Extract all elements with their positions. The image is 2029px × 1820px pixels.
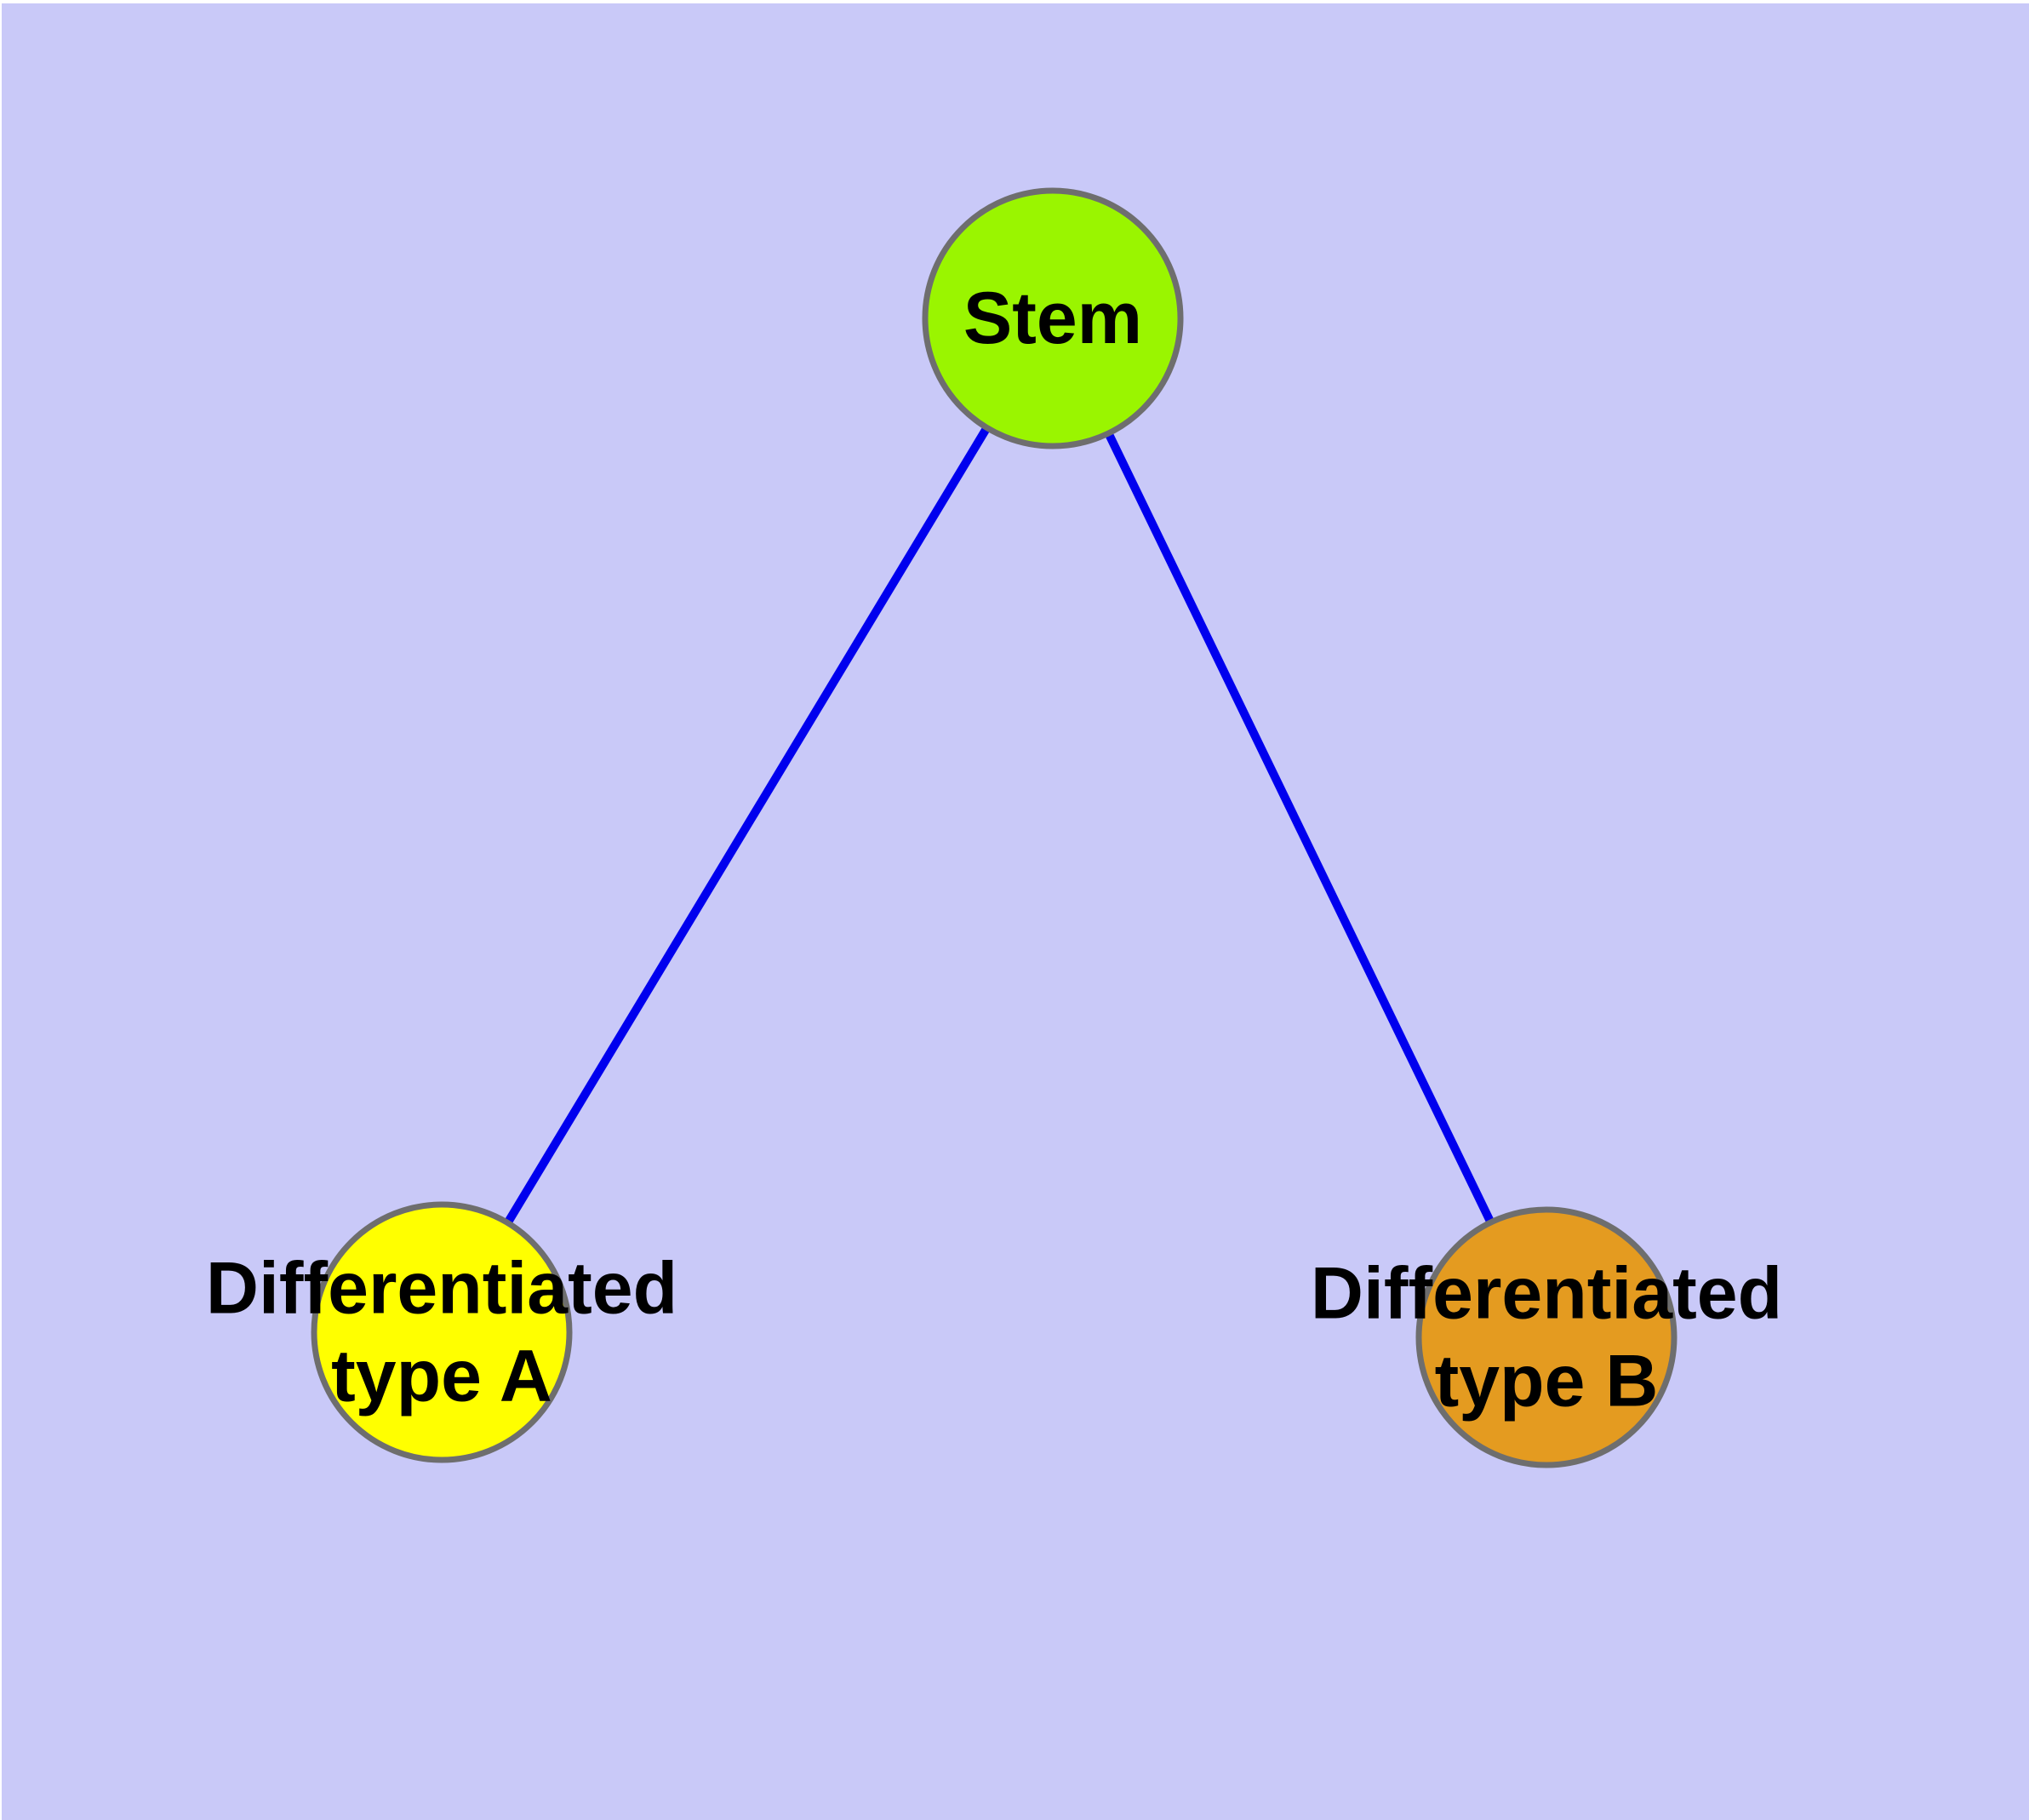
edge-stem-to-differentiated-type-a (437, 316, 1057, 1335)
node-differentiated-type-b-circle[interactable] (1415, 1206, 1677, 1468)
node-differentiated-type-a-circle[interactable] (311, 1201, 573, 1463)
edge-stem-to-differentiated-type-b (1049, 316, 1551, 1340)
node-stem-label: Stem (963, 278, 1142, 359)
node-stem-circle[interactable] (922, 187, 1184, 449)
